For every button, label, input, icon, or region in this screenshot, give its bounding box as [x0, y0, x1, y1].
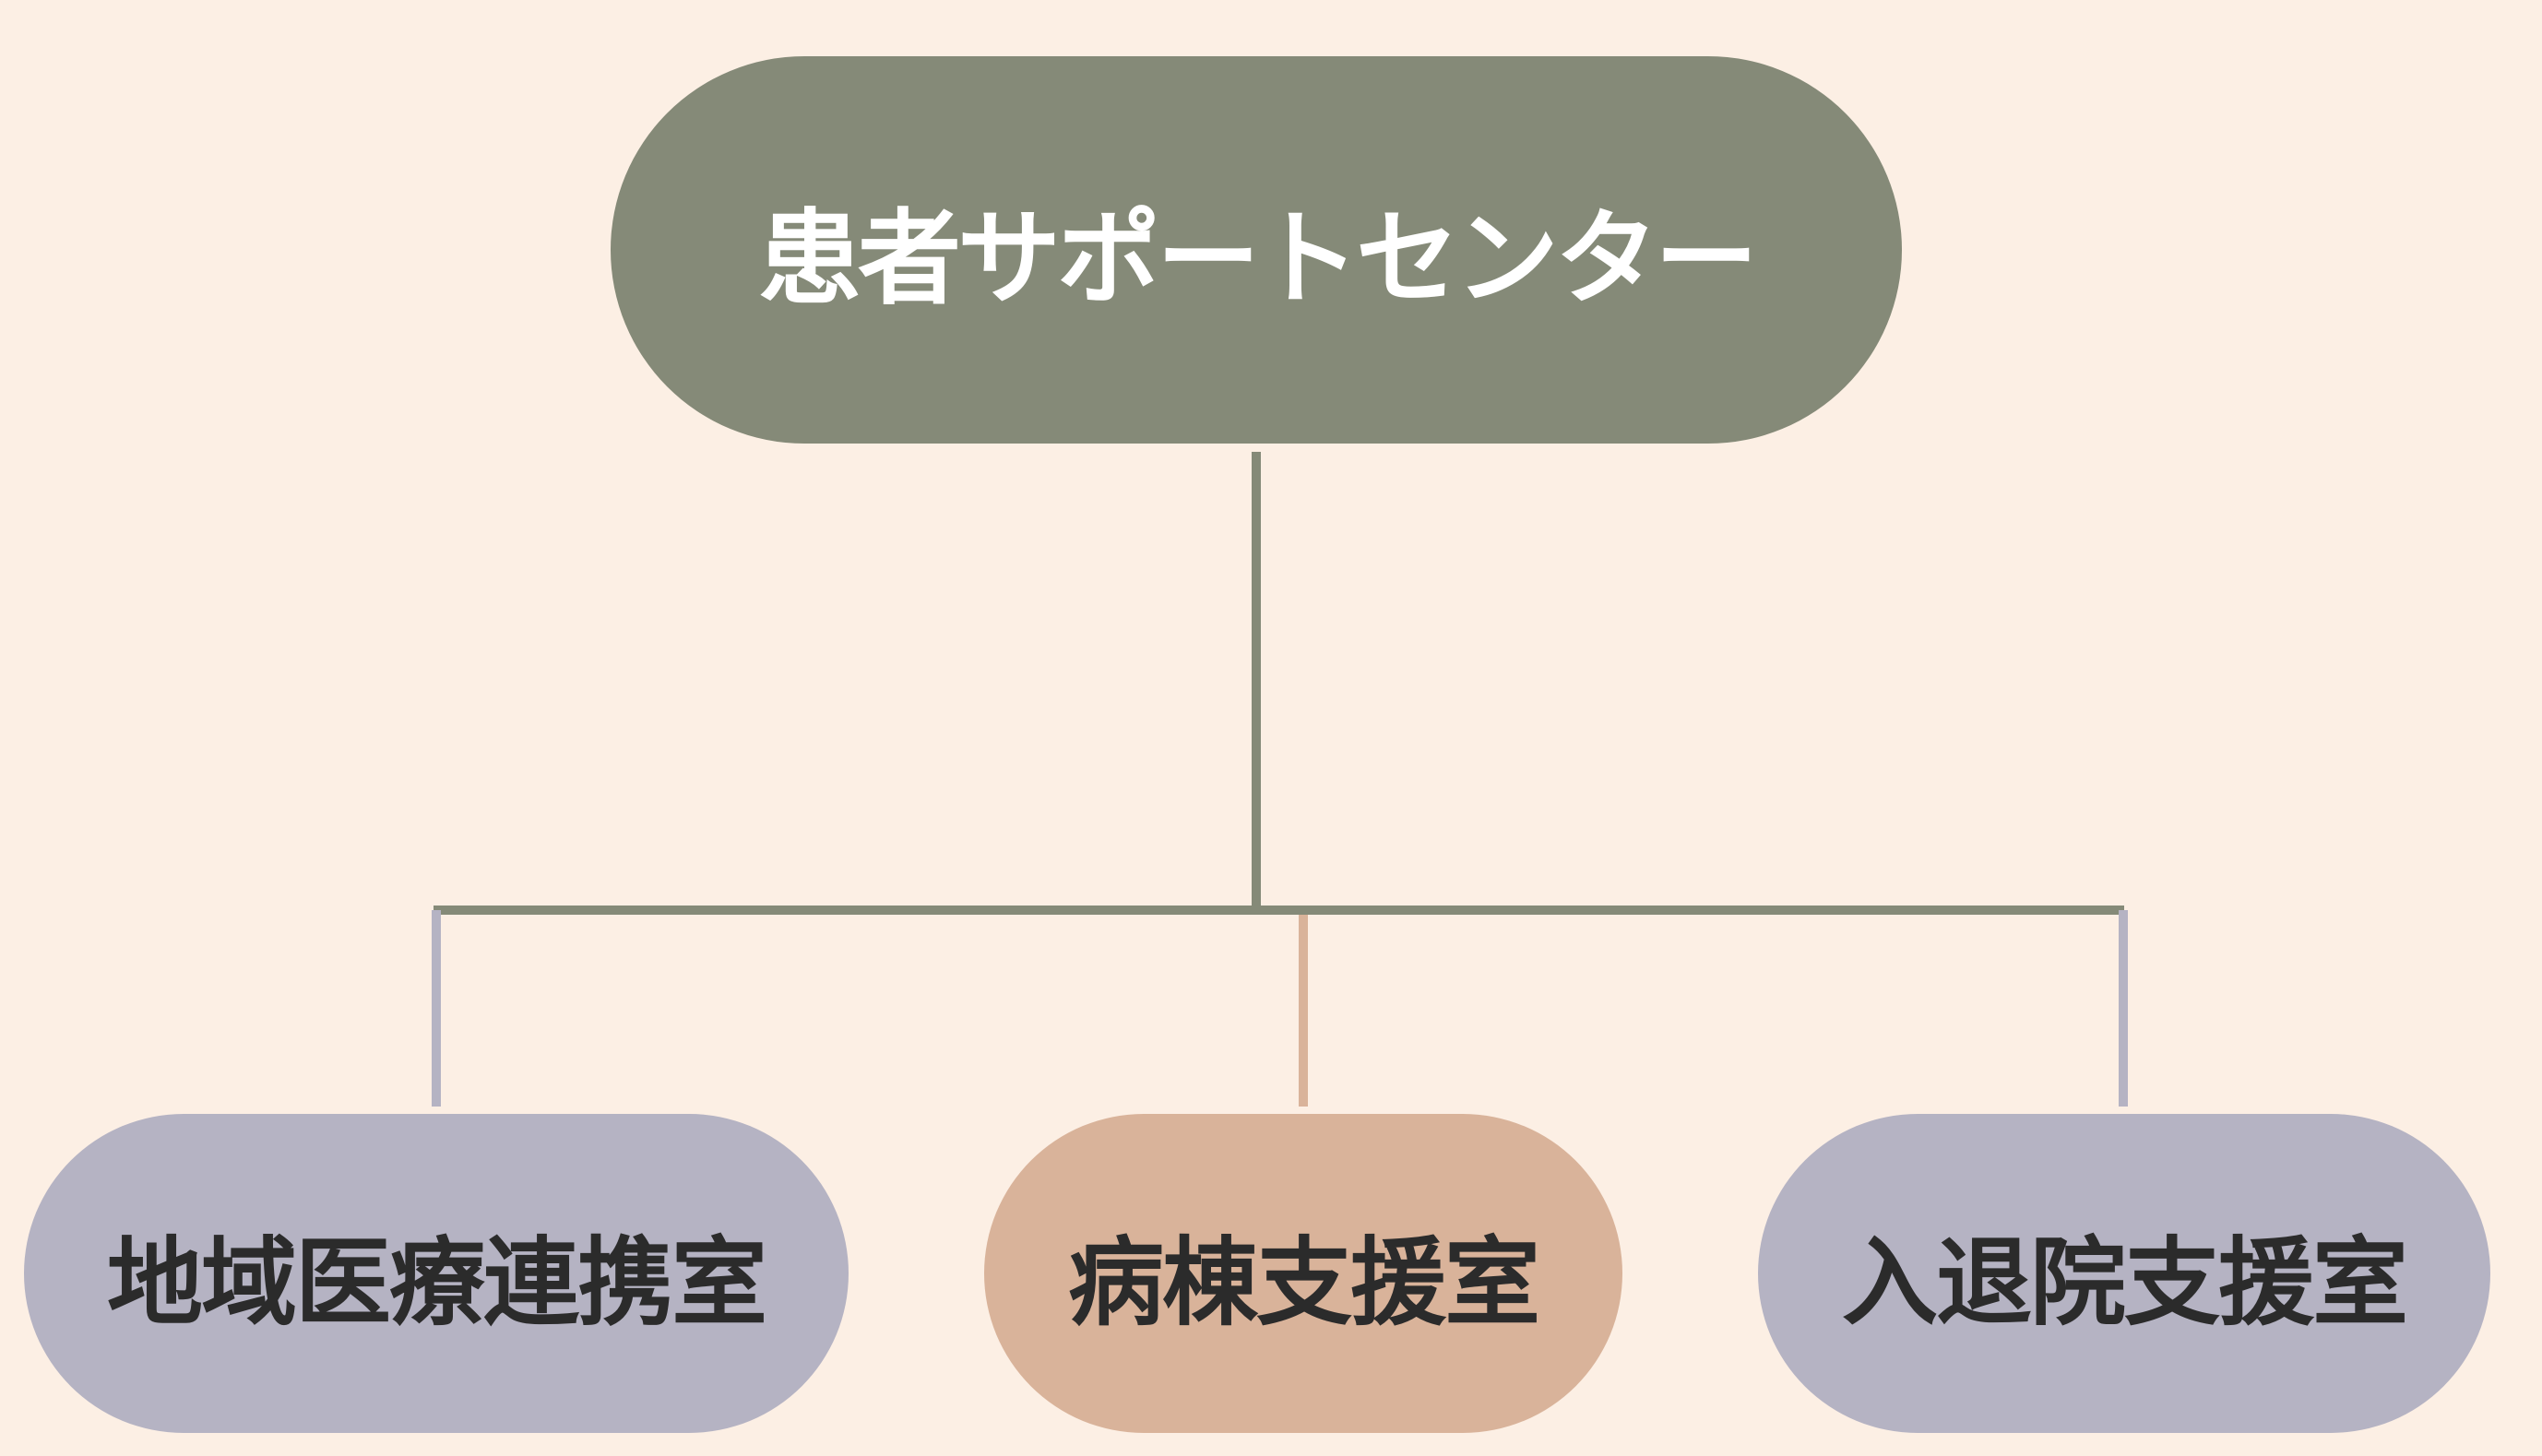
node-patient-support-center: 患者サポートセンター [611, 56, 1902, 444]
node-label: 入退院支援室 [1841, 1225, 2408, 1339]
node-admission-discharge-support: 入退院支援室 [1758, 1114, 2490, 1433]
node-regional-medical-liaison: 地域医療連携室 [24, 1114, 849, 1433]
node-label: 病棟支援室 [1067, 1225, 1540, 1339]
node-label: 患者サポートセンター [758, 199, 1758, 319]
node-label: 地域医療連携室 [106, 1225, 767, 1339]
node-ward-support: 病棟支援室 [984, 1114, 1622, 1433]
